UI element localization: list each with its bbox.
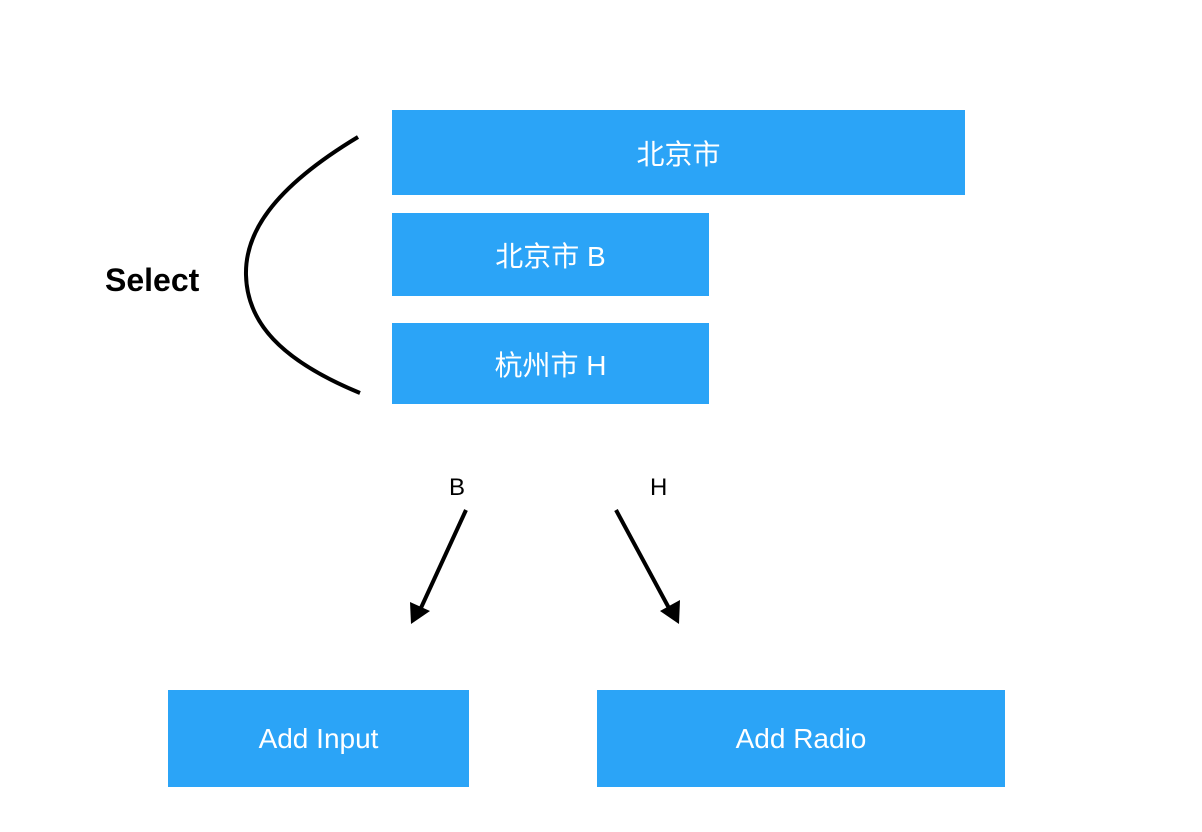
add-radio-label: Add Radio <box>735 722 867 754</box>
select-label: Select <box>105 262 200 298</box>
option-hangzhou-h-label: 杭州市 H <box>494 349 607 381</box>
arrow-to-add-radio <box>614 509 672 611</box>
branch-b-label: B <box>449 474 466 501</box>
option-beijing[interactable]: 北京市 <box>392 110 965 195</box>
arrowhead-add-radio <box>660 600 680 624</box>
option-beijing-b-label: 北京市 B <box>495 240 606 272</box>
option-beijing-b[interactable]: 北京市 B <box>392 213 709 296</box>
add-input-button[interactable]: Add Input <box>168 690 469 787</box>
branch-h-label: H <box>650 474 668 501</box>
add-radio-button[interactable]: Add Radio <box>597 690 1005 787</box>
add-input-label: Add Input <box>258 722 379 754</box>
select-bracket-curve <box>243 135 361 395</box>
arrowhead-add-input <box>410 602 430 624</box>
arrow-to-add-input <box>418 509 468 611</box>
option-beijing-label: 北京市 <box>636 138 721 170</box>
option-hangzhou-h[interactable]: 杭州市 H <box>392 323 709 404</box>
